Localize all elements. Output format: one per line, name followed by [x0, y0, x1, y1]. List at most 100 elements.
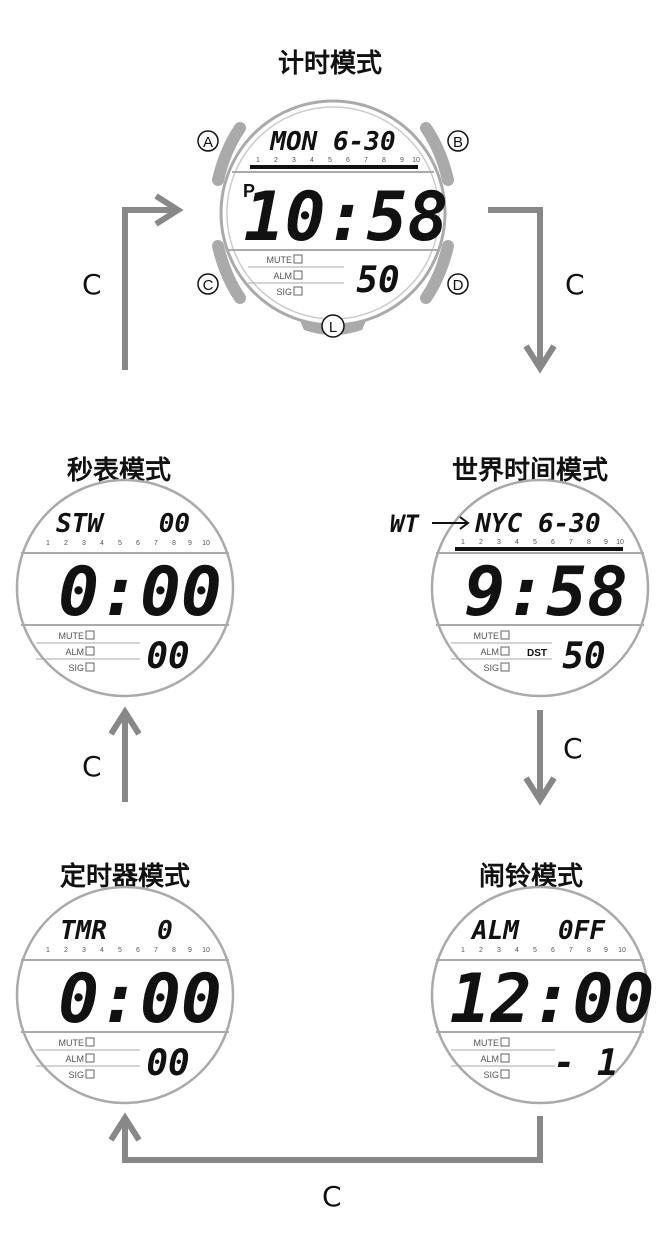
wt-scale-6: 6: [551, 539, 555, 546]
button-a-shape[interactable]: [212, 122, 246, 186]
button-l-label: L: [329, 319, 337, 336]
watch-worldtime: WT NYC 6-30 1 2 3 4 5 6 7 8 9 10 9:58 MU…: [390, 478, 650, 698]
wt-scale-7: 7: [569, 539, 573, 546]
c-label-bottom: C: [322, 1180, 342, 1213]
sw-top-right: 00: [159, 509, 190, 539]
title-timekeeping: 计时模式: [278, 49, 383, 79]
alm-scale-5: 5: [533, 947, 537, 954]
alm-scale-1: 1: [461, 947, 465, 954]
tk-top-text: MON 6-30: [269, 127, 395, 157]
sw-scale: 1 2 3 4 5 6 7 8 9 10: [46, 540, 210, 547]
tk-main-time: 10:58: [244, 178, 449, 257]
wt-main-time: 9:58: [464, 553, 628, 632]
c-label-left-mid: C: [82, 750, 102, 783]
arrow-timer-to-stopwatch: [108, 706, 142, 802]
watch-timer: TMR 0 1 2 3 4 5 6 7 8 9 10 0:00 MUTE ALM…: [15, 885, 235, 1105]
sw-scale-7: 7: [154, 540, 158, 547]
sw-ind-sig: SIG: [68, 663, 84, 673]
tmr-scale-9: 9: [188, 947, 192, 954]
tk-scale-1: 1: [256, 157, 260, 164]
tk-scale-7: 7: [364, 157, 368, 164]
tmr-scale-8: 8: [172, 947, 176, 954]
alm-scale-3: 3: [497, 947, 501, 954]
tk-scale-5: 5: [328, 157, 332, 164]
tk-scale-2: 2: [274, 157, 278, 164]
tmr-scale: 1 2 3 4 5 6 7 8 9 10: [46, 947, 210, 954]
tmr-scale-2: 2: [64, 947, 68, 954]
tk-seconds: 50: [356, 260, 399, 301]
alm-top-left: ALM: [470, 916, 520, 946]
button-c-shape[interactable]: [212, 240, 246, 304]
sw-scale-1: 1: [46, 540, 50, 547]
tk-ind-alm: ALM: [273, 271, 292, 281]
alm-scale-4: 4: [515, 947, 519, 954]
wt-scale-9: 9: [604, 539, 608, 546]
sw-scale-3: 3: [82, 540, 86, 547]
sw-indicators: MUTE ALM SIG: [36, 630, 140, 673]
tk-ind-sig: SIG: [276, 287, 292, 297]
arrow-stopwatch-to-timekeeping: [122, 193, 184, 370]
button-b-label: B: [453, 134, 463, 151]
tmr-scale-10: 10: [202, 947, 210, 954]
wt-scale-10: 10: [616, 539, 624, 546]
tmr-seconds: 00: [146, 1043, 189, 1084]
wt-scale: 1 2 3 4 5 6 7 8 9 10: [455, 539, 624, 551]
alm-scale-6: 6: [551, 947, 555, 954]
tk-ind-mute: MUTE: [267, 255, 293, 265]
tmr-scale-1: 1: [46, 947, 50, 954]
wt-seconds: 50: [562, 636, 605, 677]
button-a-label: A: [203, 134, 213, 151]
tmr-ind-sig: SIG: [68, 1070, 84, 1080]
tmr-indicators: MUTE ALM SIG: [36, 1037, 140, 1080]
button-d-label: D: [453, 277, 464, 294]
tk-scale-9: 9: [400, 157, 404, 164]
wt-scale-4: 4: [515, 539, 519, 546]
alm-ind-sig: SIG: [483, 1070, 499, 1080]
tmr-top-right: 0: [157, 916, 173, 946]
tk-scale-4: 4: [310, 157, 314, 164]
tk-scale-3: 3: [292, 157, 296, 164]
c-label-left-top: C: [82, 268, 102, 301]
tmr-ind-alm: ALM: [65, 1054, 84, 1064]
sw-scale-6: 6: [136, 540, 140, 547]
sw-scale-2: 2: [64, 540, 68, 547]
sw-main-time: 0:00: [58, 553, 222, 632]
alm-top-right: 0FF: [558, 916, 606, 946]
sw-scale-5: 5: [118, 540, 122, 547]
tk-scale: 1 2 3 4 5 6 7 8 9 10: [250, 157, 420, 169]
tk-scale-8: 8: [382, 157, 386, 164]
tk-pm-indicator: P: [243, 181, 255, 201]
sw-scale-8: 8: [172, 540, 176, 547]
button-d-shape[interactable]: [420, 240, 454, 304]
tmr-scale-3: 3: [82, 947, 86, 954]
c-label-right-mid: C: [563, 732, 583, 765]
wt-prefix: WT: [390, 510, 420, 538]
tmr-scale-5: 5: [118, 947, 122, 954]
alm-scale-10: 10: [618, 947, 626, 954]
sw-top-left: STW: [56, 509, 105, 539]
alm-main-time: 12:00: [450, 960, 655, 1039]
wt-ind-mute: MUTE: [474, 631, 500, 641]
tmr-top-left: TMR: [60, 916, 107, 946]
arrow-alarm-to-timer: [108, 1112, 543, 1163]
alm-seconds: - 1: [553, 1043, 618, 1084]
wt-dst-indicator: DST: [527, 648, 547, 659]
tmr-scale-4: 4: [100, 947, 104, 954]
alm-scale-2: 2: [479, 947, 483, 954]
wt-scale-1: 1: [461, 539, 465, 546]
arrow-timekeeping-to-worldtime: [488, 207, 557, 374]
alm-scale-8: 8: [587, 947, 591, 954]
wt-scale-2: 2: [479, 539, 483, 546]
watch-timekeeping: MON 6-30 1 2 3 4 5 6 7 8 9 10 P 10:58 MU…: [197, 99, 469, 338]
sw-scale-10: 10: [202, 540, 210, 547]
alm-indicators: MUTE ALM SIG: [451, 1037, 555, 1080]
sw-ind-alm: ALM: [65, 647, 84, 657]
wt-ind-alm: ALM: [480, 647, 499, 657]
sw-ind-mute: MUTE: [59, 631, 85, 641]
watch-stopwatch: STW 00 1 2 3 4 5 6 7 8 9 10 0:00 MUTE AL…: [15, 478, 235, 698]
c-label-right-top: C: [565, 268, 585, 301]
button-b-shape[interactable]: [420, 122, 454, 186]
alm-scale-9: 9: [604, 947, 608, 954]
tmr-scale-7: 7: [154, 947, 158, 954]
